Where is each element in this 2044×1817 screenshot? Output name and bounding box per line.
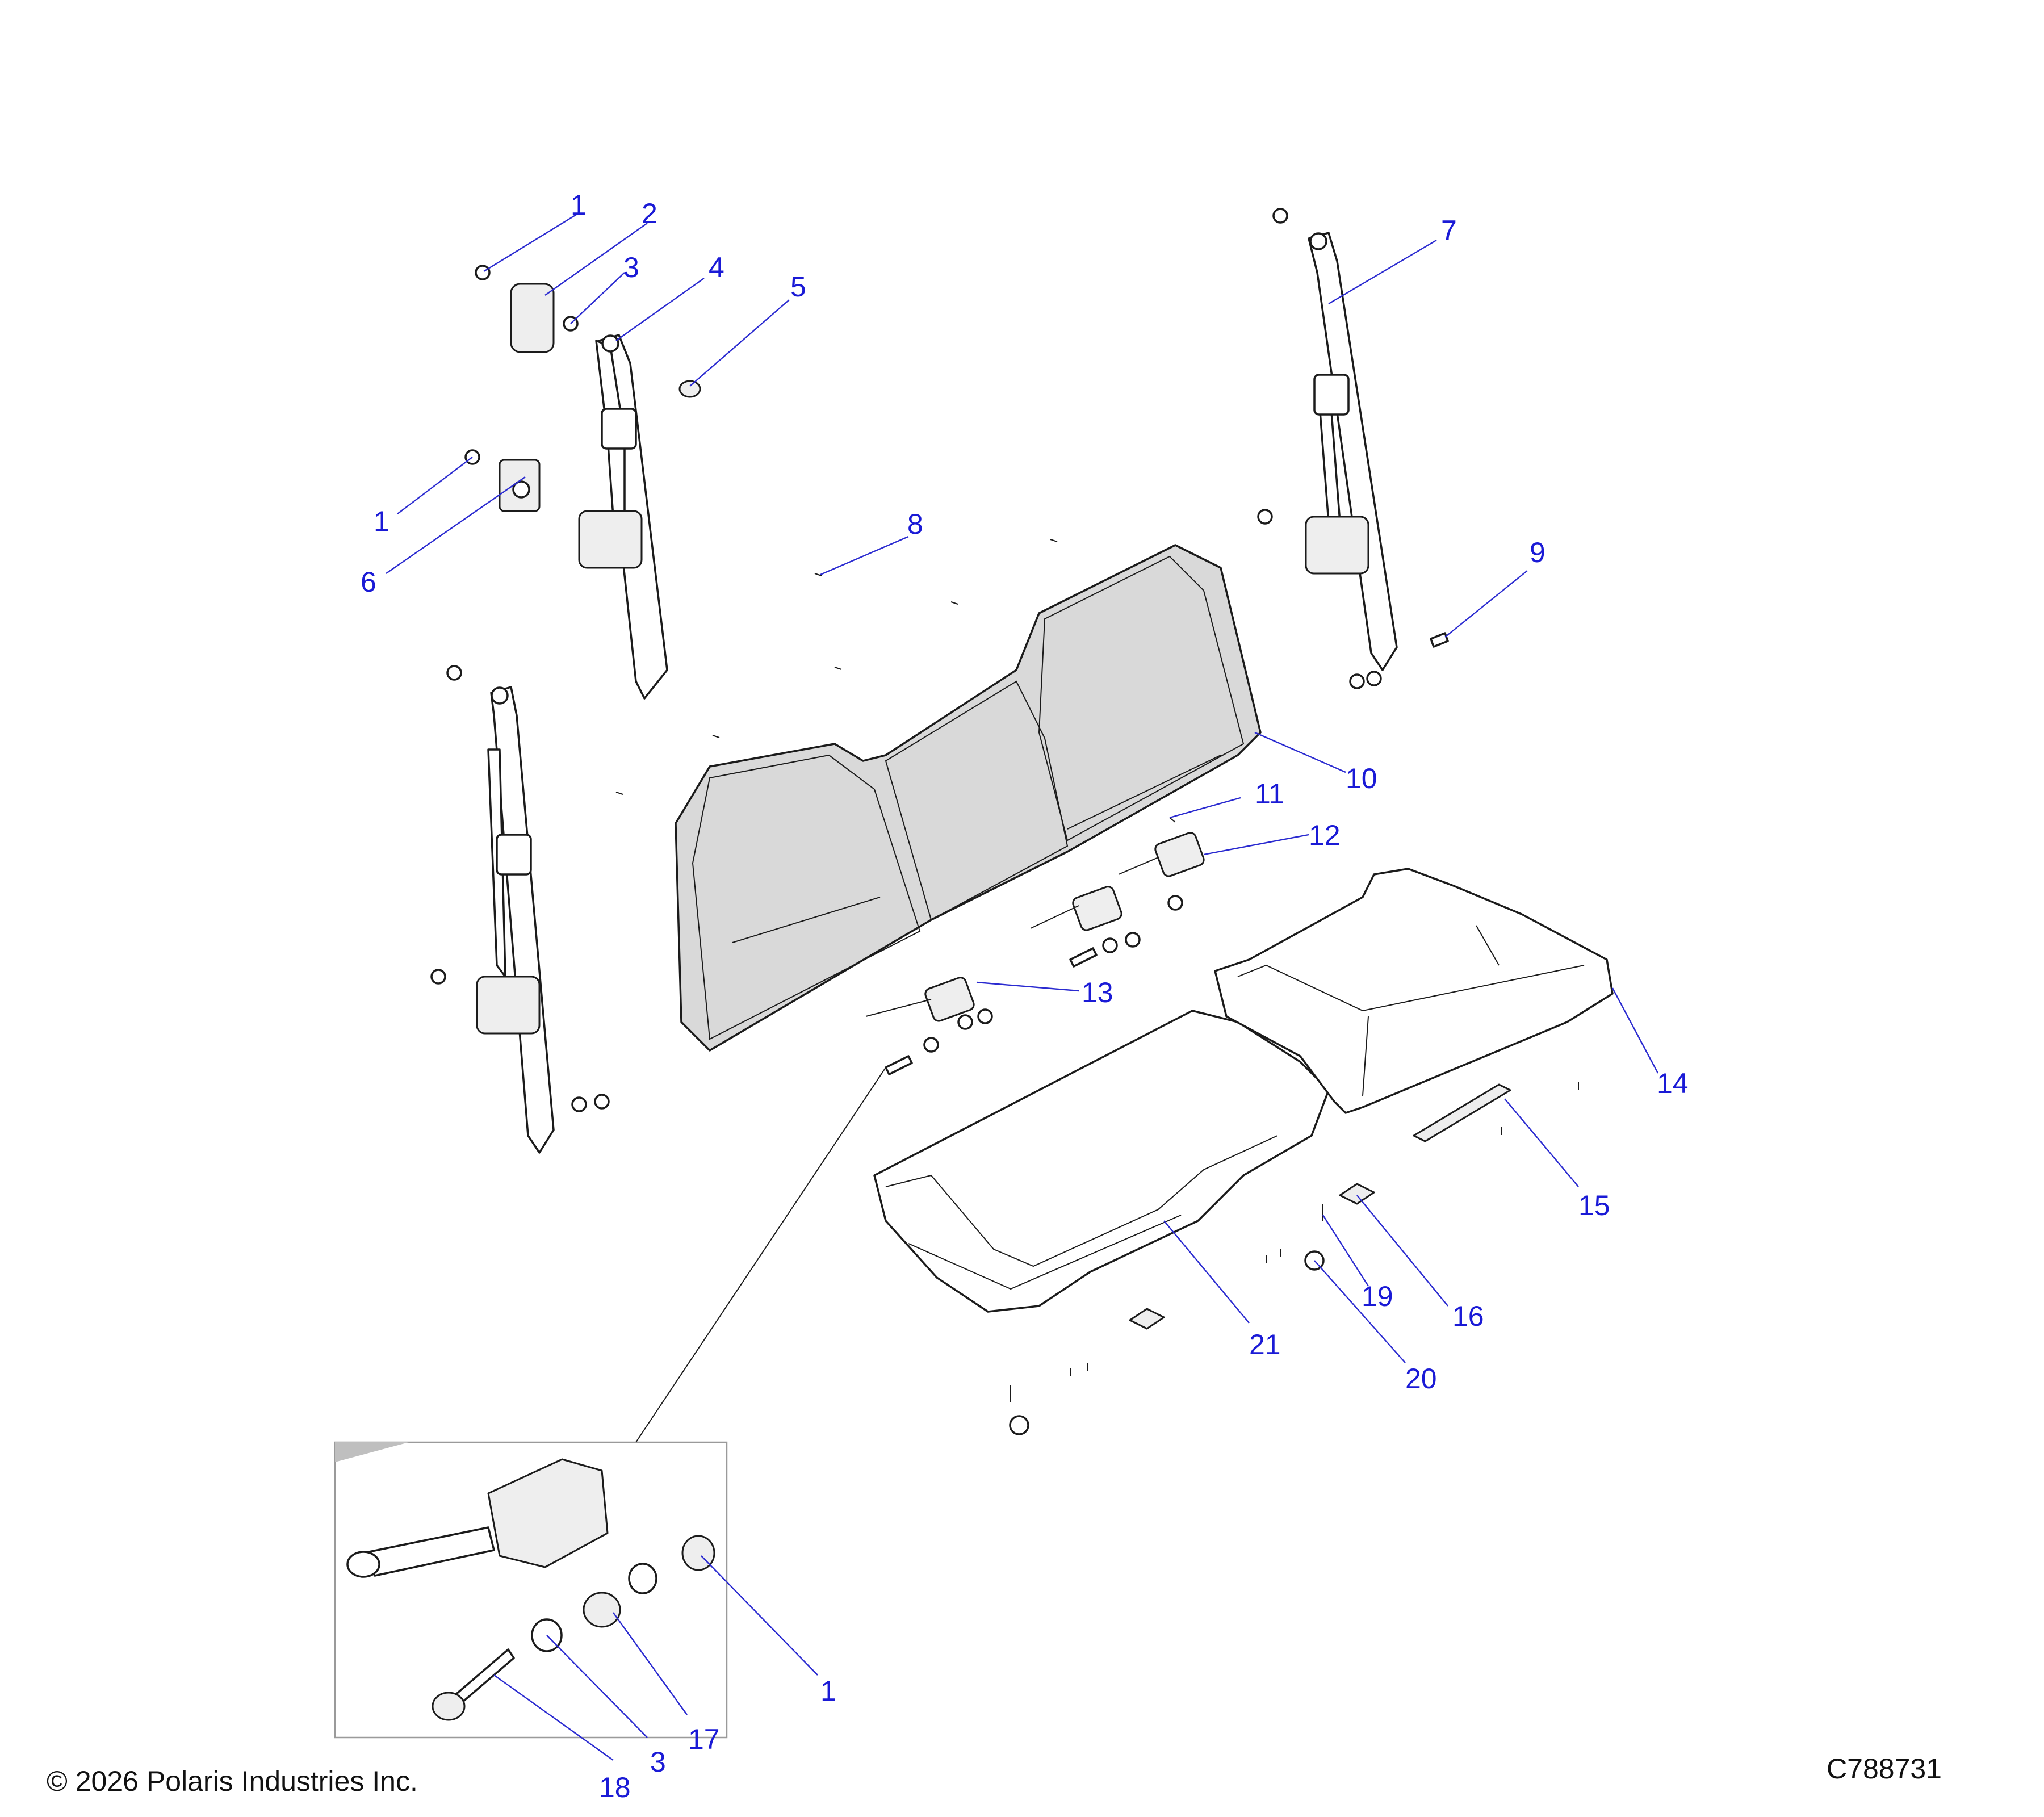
- callout-16: 16: [1452, 1300, 1484, 1332]
- callout-6: 6: [361, 566, 376, 598]
- callout-8: 8: [907, 508, 923, 540]
- seat-backrest: [675, 544, 1262, 1052]
- leader-lines: [386, 213, 1659, 1761]
- callout-20: 20: [1405, 1363, 1437, 1395]
- callout-12: 12: [1309, 819, 1341, 851]
- callout-21: 21: [1249, 1329, 1281, 1360]
- callout-3-inset: 3: [650, 1746, 666, 1778]
- seat-bottom-left: [873, 1010, 1330, 1313]
- callout-13: 13: [1082, 977, 1113, 1008]
- seat-belt-upper-right: [1305, 232, 1398, 671]
- callout-7: 7: [1441, 215, 1457, 246]
- callout-3-top: 3: [623, 252, 639, 283]
- copyright-notice: © 2026 Polaris Industries Inc.: [47, 1765, 418, 1797]
- small-hardware: [430, 208, 1579, 1435]
- callout-1-mid: 1: [374, 505, 389, 537]
- callout-18: 18: [599, 1772, 631, 1803]
- callout-4: 4: [709, 252, 724, 283]
- callout-10: 10: [1346, 763, 1377, 794]
- seat-belt-upper-left: [578, 334, 668, 700]
- callout-9: 9: [1530, 537, 1545, 568]
- callout-19: 19: [1362, 1280, 1393, 1312]
- callout-5: 5: [790, 271, 806, 303]
- callout-numbers: 1 2 3 4 5 1 6 7 8 9 10 11 12 13 14 15 19…: [361, 189, 1689, 1803]
- callout-11: 11: [1255, 778, 1284, 810]
- callout-14: 14: [1657, 1067, 1689, 1099]
- callout-1-top: 1: [571, 189, 587, 221]
- detail-inset: [334, 1441, 728, 1739]
- diagram-code: C788731: [1827, 1753, 1942, 1785]
- callout-2: 2: [642, 198, 657, 229]
- seat-belt-lower-left: [476, 686, 555, 1154]
- callout-17: 17: [688, 1723, 720, 1755]
- seat-bottom-right: [1214, 868, 1614, 1114]
- callout-1-inset: 1: [820, 1675, 836, 1707]
- callout-15: 15: [1578, 1190, 1610, 1221]
